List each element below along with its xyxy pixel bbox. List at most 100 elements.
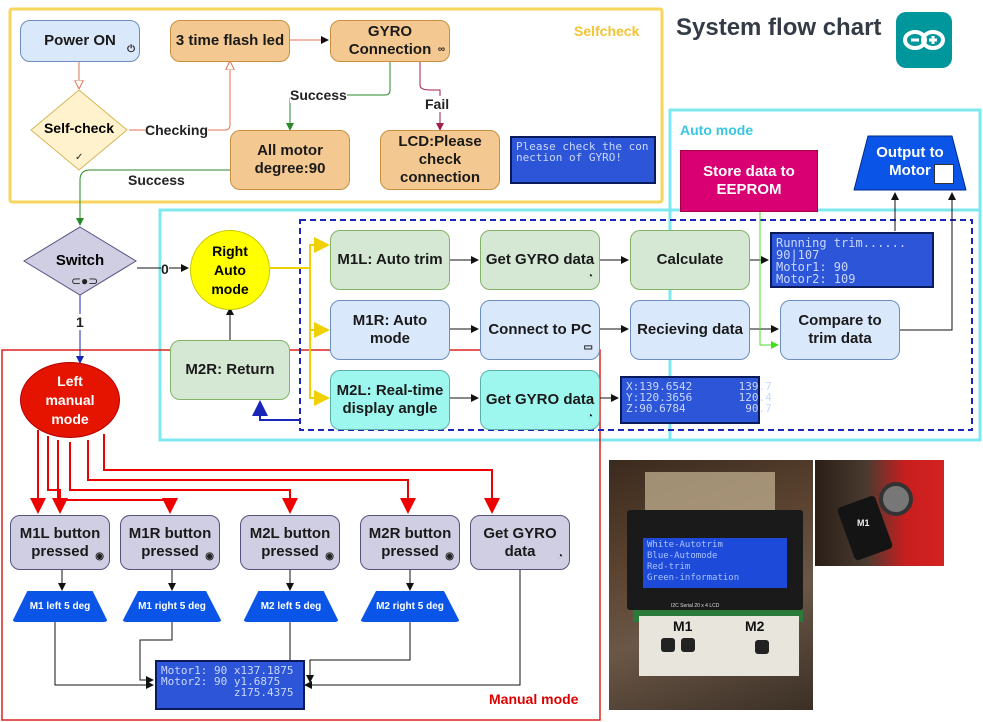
chip-icon [934, 164, 954, 184]
m1r-button-node: M1R button pressed ◉ [120, 515, 220, 570]
calculate-text: Calculate [656, 251, 724, 268]
power-on-text: Power ON [44, 32, 116, 49]
m1l-auto-trim-text: M1L: Auto trim [337, 251, 443, 268]
pushbutton-3 [755, 640, 769, 654]
edge-success-label: Success [290, 87, 347, 103]
edge-one-label: 1 [76, 314, 84, 330]
power-icon: ⏻ [127, 44, 135, 55]
gyro-connection-node: GYRO Connection ∞ [330, 20, 450, 62]
photo-lcd-screen: White-Autotrim Blue-Automode Red-trim Gr… [643, 538, 787, 588]
get-gyro-data-node-2: Get GYRO data ◔ [480, 370, 600, 430]
edge-success-switch-label: Success [128, 172, 185, 188]
photo-label-m1: M1 [673, 618, 693, 634]
gauge-icon-2: ◔ [586, 411, 593, 422]
m1-left-output: M1 left 5 deg [12, 591, 108, 622]
flash-led-text: 3 time flash led [175, 32, 285, 49]
m2r-return-text: M2R: Return [185, 361, 275, 378]
m2-left-text: M2 left 5 deg [260, 601, 322, 612]
button-icon-2: ◉ [205, 551, 214, 562]
photo-label-m2: M2 [745, 618, 765, 634]
servo-label: M1 [857, 518, 870, 528]
lcd-angle-display: X:139.6542 139.7 Y:120.3656 120.4 Z:90.6… [620, 376, 772, 424]
gauge-icon-3: ◔ [556, 551, 563, 562]
m1r-auto-mode-text: M1R: Auto mode [352, 312, 428, 347]
all-motor-text: All motor degree:90 [254, 142, 326, 177]
check-badge-icon: ✓ [75, 152, 84, 163]
servo-mount [879, 482, 913, 516]
m1l-button-node: M1L button pressed ◉ [10, 515, 110, 570]
monitor-icon: ▭ [583, 342, 593, 353]
m1l-button-text: M1L button pressed [19, 524, 101, 560]
toggle-icon: ⊂●⊃ [71, 274, 99, 288]
m2-right-output: M2 right 5 deg [360, 591, 460, 622]
selfcheck-label: Selfcheck [574, 23, 640, 39]
m1l-auto-trim-node: M1L: Auto trim [330, 230, 450, 290]
compare-trim-text: Compare to trim data [798, 312, 882, 347]
m1-left-text: M1 left 5 deg [29, 601, 91, 612]
lcd-gyro-error: Please check the con nection of GYRO! [510, 136, 656, 184]
right-auto-mode-node: Right Auto mode [190, 230, 270, 310]
self-check-text: Self-check [43, 120, 115, 136]
m1-right-output: M1 right 5 deg [122, 591, 222, 622]
recieving-data-text: Recieving data [637, 321, 743, 338]
servo-photo: M1 [815, 460, 944, 566]
m2l-realtime-text: M2L: Real-time display angle [336, 382, 444, 417]
hardware-photo: White-Autotrim Blue-Automode Red-trim Gr… [609, 460, 813, 710]
gauge-icon: ◔ [586, 271, 593, 282]
lcd-running-trim: Running trim...... 90|107 Motor1: 90 Mot… [770, 232, 934, 288]
edge-fail-label: Fail [425, 96, 450, 112]
edge-zero-label: 0 [161, 261, 169, 277]
get-gyro-data-node-1: Get GYRO data ◔ [480, 230, 600, 290]
m2l-realtime-node: M2L: Real-time display angle [330, 370, 450, 430]
photo-board-caption: I2C Serial 20 x 4 LCD [671, 603, 720, 609]
switch-diamond: Switch ⊂●⊃ [23, 226, 137, 296]
connect-pc-text: Connect to PC [488, 321, 592, 338]
compare-trim-node: Compare to trim data [780, 300, 900, 360]
button-icon: ◉ [95, 551, 104, 562]
button-icon-4: ◉ [445, 551, 454, 562]
manual-get-gyro-node: Get GYRO data ◔ [470, 515, 570, 570]
m2l-button-text: M2L button pressed [249, 524, 331, 560]
m1r-auto-mode-node: M1R: Auto mode [330, 300, 450, 360]
m1r-button-text: M1R button pressed [128, 524, 212, 560]
m2-right-text: M2 right 5 deg [376, 601, 444, 612]
link-icon: ∞ [437, 44, 445, 55]
flash-led-node: 3 time flash led [170, 20, 290, 62]
switch-text: Switch [55, 252, 105, 269]
self-check-diamond: Self-check ✓ [29, 88, 129, 172]
get-gyro-data-text-2: Get GYRO data [485, 391, 595, 408]
gyro-connection-text: GYRO Connection [348, 23, 432, 58]
auto-mode-label: Auto mode [680, 122, 754, 138]
recieving-data-node: Recieving data [630, 300, 750, 360]
connect-pc-node: Connect to PC ▭ [480, 300, 600, 360]
pushbutton-2 [681, 638, 695, 652]
all-motor-node: All motor degree:90 [230, 130, 350, 190]
m2-left-output: M2 left 5 deg [243, 591, 339, 622]
calculate-node: Calculate [630, 230, 750, 290]
power-on-node: Power ON ⏻ [20, 20, 140, 62]
output-motor-node: Output to Motor [852, 132, 968, 194]
m2l-button-node: M2L button pressed ◉ [240, 515, 340, 570]
get-gyro-data-text-1: Get GYRO data [485, 251, 595, 268]
m2r-button-node: M2R button pressed ◉ [360, 515, 460, 570]
left-manual-mode-text: Left manual mode [45, 372, 95, 427]
left-manual-mode-node: Left manual mode [20, 362, 120, 438]
lcd-please-text: LCD:Please check connection [398, 133, 482, 186]
output-motor-text: Output to Motor [876, 144, 944, 179]
edge-checking-label: Checking [145, 122, 209, 138]
m1-right-text: M1 right 5 deg [138, 601, 206, 612]
store-eeprom-text: Store data to EEPROM [703, 163, 795, 198]
arduino-logo-icon [896, 12, 952, 68]
manual-get-gyro-text: Get GYRO data [483, 524, 557, 560]
tape-strip [645, 472, 775, 512]
right-auto-mode-text: Right Auto mode [211, 242, 249, 297]
m2r-button-text: M2R button pressed [368, 524, 452, 560]
store-eeprom-node: Store data to EEPROM [680, 150, 818, 212]
m2r-return-node: M2R: Return [170, 340, 290, 400]
button-icon-3: ◉ [325, 551, 334, 562]
pushbutton-1 [661, 638, 675, 652]
lcd-motor-display: Motor1: 90 x137.1875 Motor2: 90 y1.6875 … [155, 660, 305, 710]
page-title: System flow chart [676, 14, 882, 41]
manual-mode-label: Manual mode [489, 691, 579, 707]
lcd-please-node: LCD:Please check connection [380, 130, 500, 190]
